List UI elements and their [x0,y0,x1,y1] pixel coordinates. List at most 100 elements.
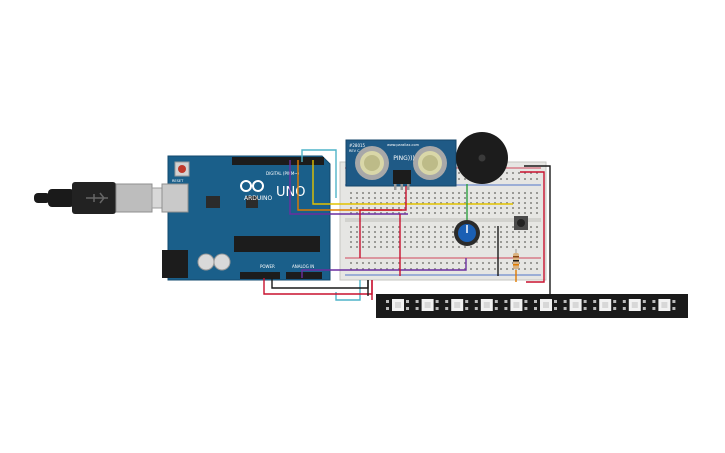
breadboard-hole [524,262,526,264]
breadboard-hole [476,197,478,199]
breadboard-hole [446,236,448,238]
breadboard-hole [416,192,418,194]
breadboard-hole [476,202,478,204]
breadboard-hole [536,202,538,204]
breadboard-hole [434,192,436,194]
breadboard-hole [404,241,406,243]
breadboard-hole [404,236,406,238]
led-pixel-core [631,302,638,308]
breadboard-hole [452,231,454,233]
breadboard-hole [440,197,442,199]
breadboard-hole [524,236,526,238]
breadboard-hole [386,226,388,228]
breadboard-hole [506,241,508,243]
breadboard-hole [356,212,358,214]
breadboard-hole [452,246,454,248]
breadboard-hole [470,197,472,199]
breadboard-hole [368,207,370,209]
breadboard-hole [464,202,466,204]
led-strip-pad [406,307,409,310]
breadboard-hole [398,207,400,209]
breadboard-hole [476,268,478,270]
usb-b-plug-icon [86,192,108,204]
led-strip-pad [652,300,656,303]
breadboard-hole [500,197,502,199]
breadboard-hole [530,192,532,194]
led-pixel-core [661,302,668,308]
led-strip-pad [642,307,646,310]
breadboard-hole [536,226,538,228]
breadboard-hole [380,197,382,199]
led-strip-pad [386,300,389,303]
breadboard-hole [410,207,412,209]
breadboard-hole [458,268,460,270]
led-strip [376,294,688,318]
resistor-icon [513,249,519,274]
led-strip-pad [435,307,439,310]
breadboard-hole [374,262,376,264]
breadboard-hole [512,212,514,214]
breadboard-hole [464,178,466,180]
breadboard-hole [404,202,406,204]
breadboard-hole [446,192,448,194]
breadboard-hole [404,207,406,209]
breadboard-hole [440,207,442,209]
breadboard-hole [524,202,526,204]
breadboard-hole [506,236,508,238]
breadboard-hole [464,246,466,248]
breadboard-hole [422,241,424,243]
breadboard-hole [422,246,424,248]
breadboard-hole [392,268,394,270]
breadboard-hole [488,207,490,209]
wire-yellow [312,160,513,205]
breadboard-hole [368,212,370,214]
breadboard-hole [350,192,352,194]
breadboard-hole [380,241,382,243]
breadboard-hole [518,231,520,233]
breadboard-hole [530,241,532,243]
breadboard-hole [536,178,538,180]
led-strip-pad [474,307,478,310]
breadboard-hole [362,262,364,264]
breadboard-hole [362,202,364,204]
led-strip-pad [622,300,626,303]
breadboard-hole [476,212,478,214]
breadboard-hole [398,202,400,204]
breadboard-hole [494,262,496,264]
breadboard-hole [434,207,436,209]
piezo-buzzer-icon [456,132,508,184]
breadboard-hole [428,241,430,243]
breadboard-hole [494,241,496,243]
breadboard-hole [452,212,454,214]
breadboard-hole [506,172,508,174]
breadboard-hole [488,231,490,233]
breadboard-hole [434,236,436,238]
breadboard-hole [488,236,490,238]
breadboard-hole [374,192,376,194]
breadboard-hole [464,262,466,264]
breadboard-hole [500,226,502,228]
breadboard-hole [518,207,520,209]
breadboard-hole [398,226,400,228]
breadboard-hole [356,262,358,264]
breadboard-hole [416,226,418,228]
breadboard-hole [410,268,412,270]
breadboard-hole [392,202,394,204]
breadboard-hole [422,268,424,270]
breadboard-hole [410,236,412,238]
led-strip-pad [386,307,389,310]
breadboard-hole [428,212,430,214]
power-header-label: POWER [260,264,275,269]
breadboard-hole [392,231,394,233]
breadboard-hole [374,268,376,270]
breadboard-hole [458,246,460,248]
breadboard-hole [356,192,358,194]
ultrasonic-sensor: PING))) #28015 REV C www.parallax.com [345,139,457,190]
breadboard-hole [362,197,364,199]
sensor-label-left: #28015 [349,143,366,148]
breadboard-hole [518,202,520,204]
breadboard-hole [380,236,382,238]
breadboard-hole [536,246,538,248]
breadboard-hole [440,262,442,264]
